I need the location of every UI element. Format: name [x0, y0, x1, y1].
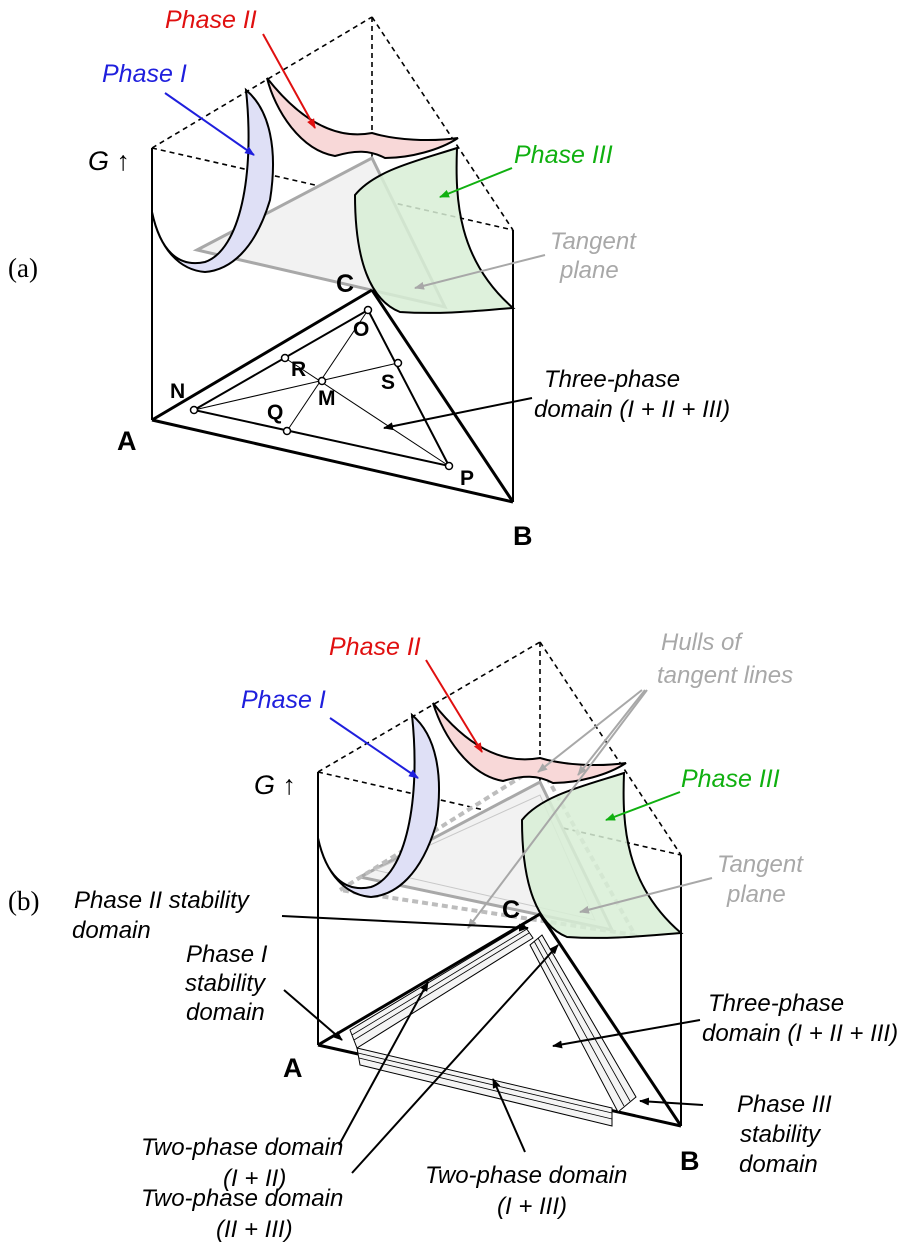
phase1-label: Phase I — [102, 60, 187, 88]
three-phase-label-2: domain (I + II + III) — [534, 396, 730, 423]
phase1-stab-label-3: domain — [186, 999, 265, 1026]
two-phase-23-label-1: Two-phase domain — [141, 1185, 343, 1212]
two-phase-23-arrow — [351, 944, 559, 1174]
phase3-stab-arrow — [639, 1097, 704, 1106]
hulls-label-1: Hulls of — [661, 629, 743, 656]
two-phase-13-arrow — [492, 1078, 526, 1153]
point-o-label: O — [353, 318, 369, 341]
two-phase-12-arrow — [338, 981, 429, 1146]
tangent-label-1: Tangent — [717, 851, 804, 878]
tie-triangle — [191, 308, 451, 468]
phase1-surface — [151, 87, 274, 274]
phase3-label: Phase III — [681, 765, 780, 793]
tangent-arrow — [579, 877, 713, 914]
point-q-label: Q — [267, 401, 283, 424]
two-phase-13-label-2: (I + III) — [497, 1193, 567, 1220]
two-phase-12-label-2: (I + II) — [223, 1165, 286, 1192]
phase1-stab-label-1: Phase I — [186, 941, 268, 968]
g-axis-label: G ↑ — [88, 146, 130, 176]
tangent-label-1: Tangent — [550, 228, 637, 255]
phase3-arrow — [439, 167, 513, 198]
point-m-label: M — [318, 387, 336, 410]
tie-points — [189, 305, 454, 471]
phase3-stab-label-1: Phase III — [737, 1091, 832, 1118]
vertex-b-label: B — [680, 1146, 700, 1176]
vertex-c-label: C — [336, 270, 354, 298]
phase2-surface — [432, 702, 627, 785]
prism-vertical-edges — [317, 772, 682, 1126]
panel-tag: (a) — [8, 253, 38, 283]
vertex-b-label: B — [513, 521, 533, 551]
vertex-a-label: A — [117, 426, 137, 456]
phase1-arrow — [164, 92, 255, 156]
phase2-label: Phase II — [329, 633, 421, 661]
phase1-arrow — [329, 717, 419, 779]
two-phase-12-label-1: Two-phase domain — [141, 1134, 343, 1161]
vertex-a-label: A — [283, 1053, 303, 1083]
point-n-label: N — [170, 380, 185, 403]
phase2-label: Phase II — [165, 6, 257, 34]
hulls-arrows — [467, 689, 648, 929]
three-phase-label-2: domain (I + II + III) — [702, 1020, 898, 1047]
phase1-label: Phase I — [241, 686, 326, 714]
three-phase-arrow — [383, 397, 533, 431]
phase1-stab-label-2: stability — [185, 970, 267, 997]
prism-vertical-edges — [151, 148, 514, 502]
three-phase-arrow — [552, 1019, 701, 1049]
vertex-c-label: C — [502, 896, 520, 924]
g-axis-label: G ↑ — [254, 770, 296, 800]
phase2-stab-arrow — [281, 915, 529, 932]
base-triangle — [151, 288, 515, 504]
phase2-stab-label-2: domain — [72, 917, 151, 944]
point-s-label: S — [381, 371, 395, 394]
tangent-label-2: plane — [559, 257, 619, 284]
phase1-stab-arrow — [283, 989, 343, 1041]
two-phase-tie-lines — [351, 928, 631, 1120]
point-p-label: P — [460, 467, 474, 490]
phase1-surface — [317, 712, 440, 899]
panel-a: (a) G ↑ Phase I Phase II Phase III Tange… — [8, 6, 730, 551]
hulls-label-2: tangent lines — [657, 662, 793, 689]
three-phase-label-1: Three-phase — [544, 366, 680, 393]
phase2-stab-label-1: Phase II stability — [74, 887, 251, 914]
tangent-label-2: plane — [726, 881, 786, 908]
tangent-arrow — [414, 254, 546, 290]
panel-tag: (b) — [8, 886, 39, 916]
phase2-arrow — [262, 33, 316, 129]
two-phase-13-label-1: Two-phase domain — [425, 1162, 627, 1189]
point-r-label: R — [291, 358, 306, 381]
phase3-label: Phase III — [514, 141, 613, 169]
phase3-arrow — [605, 791, 681, 821]
panel-b: (b) G ↑ Phase I Phase II Phase III Hulls… — [8, 629, 898, 1243]
three-phase-label-1: Three-phase — [708, 990, 844, 1017]
phase3-surface — [353, 146, 516, 314]
phase3-stab-label-2: stability — [740, 1121, 822, 1148]
phase3-stab-label-3: domain — [739, 1151, 818, 1178]
phase2-surface — [266, 77, 459, 160]
phase2-arrow — [425, 659, 483, 753]
two-phase-23-label-2: (II + III) — [216, 1216, 293, 1243]
